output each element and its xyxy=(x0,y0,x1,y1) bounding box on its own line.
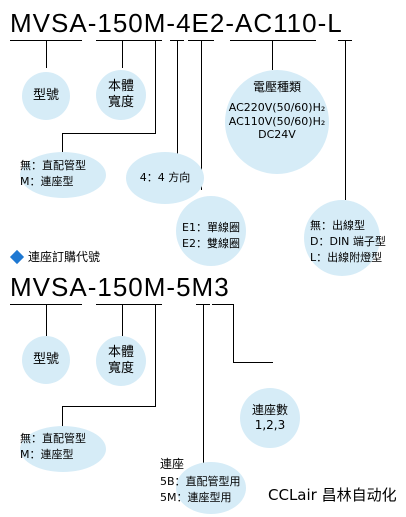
connector xyxy=(272,40,273,70)
code2-body-width: 150M xyxy=(97,272,167,302)
pipe-options: 無：直配管型 M：連座型 xyxy=(20,159,86,188)
connector xyxy=(62,406,156,407)
connector xyxy=(62,133,156,134)
connector xyxy=(201,40,202,190)
voltage-line-3: DC24V xyxy=(258,128,296,142)
code-outlet: L xyxy=(327,8,343,38)
connector xyxy=(62,133,63,155)
section-title: 連座訂購代號 xyxy=(9,248,101,265)
body-width-bubble: 本體 寬度 xyxy=(96,70,146,120)
connector xyxy=(122,40,123,68)
voltage-line-2: AC110V(50/60)H₂ xyxy=(228,114,326,128)
code2-base: 5M3 xyxy=(176,272,230,302)
connector xyxy=(155,304,156,406)
code-voltage: AC110 xyxy=(235,8,318,38)
connector xyxy=(345,40,346,200)
connector xyxy=(203,304,204,464)
connector xyxy=(233,362,273,363)
bracket-voltage xyxy=(230,40,316,41)
connector xyxy=(177,40,178,155)
base-options-bubble xyxy=(176,462,246,514)
model-code-2: MVSA-150M-5M3 xyxy=(10,274,230,300)
direction-bubble: 4：4 方向 xyxy=(126,152,204,204)
connector xyxy=(46,40,47,68)
count-title: 連座數 xyxy=(251,403,288,417)
connector xyxy=(62,406,63,428)
voltage-bubble: 電壓種類 AC220V(50/60)H₂ AC110V(50/60)H₂ DC2… xyxy=(225,70,329,174)
connector xyxy=(122,304,123,336)
code-direction-coil: 4E2 xyxy=(176,8,226,38)
code-body-width: 150M xyxy=(97,8,167,38)
connector xyxy=(155,40,156,133)
code2-series: MVSA xyxy=(10,272,88,302)
coil-options: E1：單線圈 E2：雙線圈 xyxy=(182,221,240,250)
direction-text: 4：4 方向 xyxy=(139,171,191,185)
base-options: 5B：直配管型用 5M：連座型用 xyxy=(160,475,241,504)
model-code-1: MVSA-150M-4E2-AC110-L xyxy=(10,10,343,36)
body-width-bubble-2: 本體 寬度 xyxy=(96,336,146,386)
pipe-options-2: 無：直配管型 M：連座型 xyxy=(20,432,86,461)
outlet-options-bubble xyxy=(304,200,380,276)
pipe-options-bubble-2 xyxy=(20,426,106,472)
voltage-title: 電壓種類 xyxy=(252,79,301,94)
count-bubble: 連座數 1,2,3 xyxy=(240,388,300,448)
pipe-options-bubble xyxy=(20,152,106,198)
code-series: MVSA xyxy=(10,8,88,38)
section-title-text: 連座訂購代號 xyxy=(28,250,101,264)
coil-options-bubble xyxy=(176,196,246,266)
connector xyxy=(46,304,47,336)
bracket2-count xyxy=(212,304,234,305)
connector xyxy=(233,304,234,362)
type-bubble: 型號 xyxy=(22,72,70,120)
separator: - xyxy=(225,8,236,38)
count-values: 1,2,3 xyxy=(254,418,286,432)
separator: - xyxy=(87,8,98,38)
watermark: CCLair 昌林自动化 xyxy=(268,486,397,504)
voltage-line-1: AC220V(50/60)H₂ xyxy=(228,100,326,114)
separator: - xyxy=(317,8,328,38)
base-title: 連座 xyxy=(160,457,185,471)
separator: - xyxy=(87,272,98,302)
type-bubble-2: 型號 xyxy=(22,336,70,384)
separator: - xyxy=(166,8,177,38)
cube-icon xyxy=(9,249,25,264)
separator: - xyxy=(166,272,177,302)
outlet-options: 無：出線型 D：DIN 端子型 L：出線附燈型 xyxy=(310,219,386,264)
